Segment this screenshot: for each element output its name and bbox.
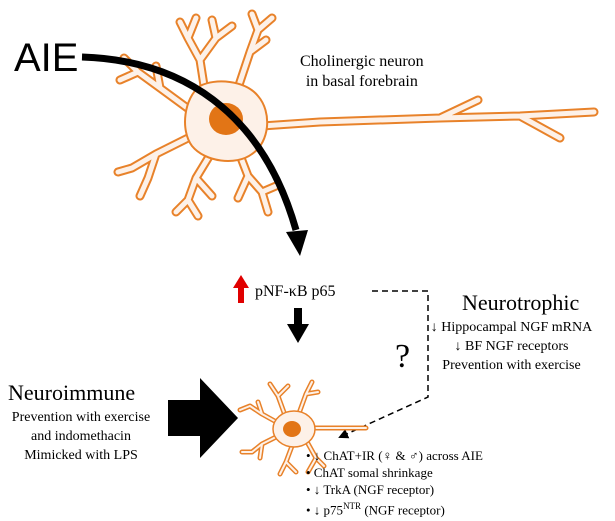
finding-p75-prefix: • ↓ p75 <box>306 502 344 518</box>
dashed-arrow <box>338 290 429 439</box>
finding-chat-ir: • ↓ ChAT+IR (♀ & ♂) across AIE <box>306 448 483 463</box>
large-neuron <box>113 9 599 221</box>
neuron-label-line1: Cholinergic neuron <box>300 53 424 70</box>
finding-somal-shrinkage: • ChAT somal shrinkage <box>306 465 433 480</box>
findings-list: • ↓ ChAT+IR (♀ & ♂) across AIE • ChAT so… <box>306 447 483 518</box>
neurotrophic-line: ↓ Hippocampal NGF mRNA <box>430 320 593 335</box>
neuroimmune-line: Prevention with exercise <box>11 410 151 425</box>
red-up-arrow <box>233 275 249 303</box>
neurotrophic-line: ↓ BF NGF receptors <box>454 339 569 354</box>
question-mark: ? <box>395 338 411 375</box>
finding-p75-sup: NTR <box>343 501 362 511</box>
neurotrophic-list: ↓ Hippocampal NGF mRNA ↓ BF NGF receptor… <box>408 318 615 375</box>
pnfkb-label: pNF-κB p65 <box>255 283 336 300</box>
neuroimmune-arrow <box>168 378 238 458</box>
neuron-label: Cholinergic neuron in basal forebrain <box>300 52 424 92</box>
aie-label: AIE <box>14 36 79 80</box>
aie-arrow <box>81 53 300 231</box>
large-neuron-nucleus <box>209 103 243 135</box>
aie-arrow-head <box>286 230 308 256</box>
small-neuron <box>237 379 369 477</box>
finding-p75: • ↓ p75NTR (NGF receptor) <box>306 498 483 518</box>
finding-p75-suffix: (NGF receptor) <box>361 502 445 518</box>
neurotrophic-title: Neurotrophic <box>462 290 580 315</box>
down-arrow <box>287 308 309 343</box>
neuroimmune-list: Prevention with exercise and indomethaci… <box>0 408 162 465</box>
small-neuron-nucleus <box>283 421 301 437</box>
neuroimmune-title: Neuroimmune <box>8 380 136 405</box>
neuron-label-line2: in basal forebrain <box>305 73 418 90</box>
neuroimmune-line: Mimicked with LPS <box>24 448 138 463</box>
neurotrophic-line: Prevention with exercise <box>442 358 581 373</box>
neuroimmune-line: and indomethacin <box>31 429 131 444</box>
finding-trka: • ↓ TrkA (NGF receptor) <box>306 482 435 497</box>
